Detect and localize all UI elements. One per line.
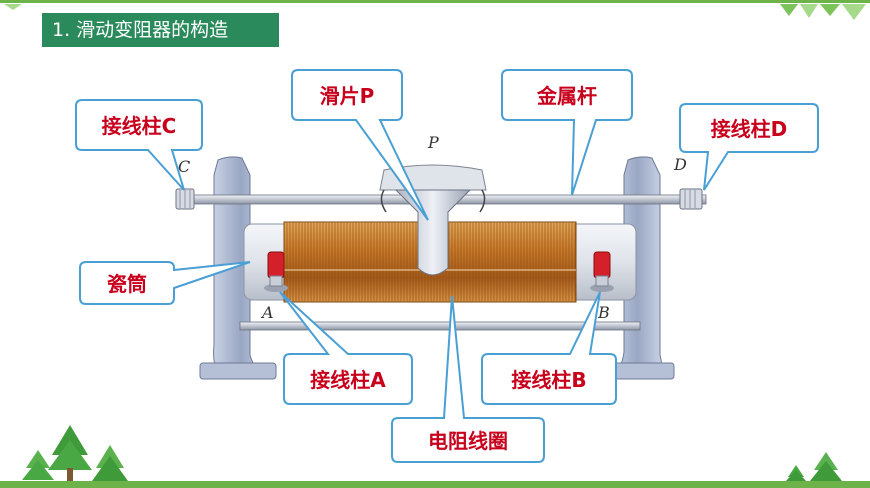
tree-icon — [786, 465, 806, 481]
label-terminal-c: 接线柱C — [102, 114, 177, 138]
callout-terminal-b: 接线柱B — [481, 291, 617, 405]
label-resistance-coil: 电阻线圈 — [428, 429, 508, 453]
label-slider-p: 滑片P — [320, 84, 375, 108]
footer-decoration — [0, 425, 870, 488]
callout-terminal-a: 接线柱A — [279, 291, 413, 405]
letter-p: P — [427, 133, 439, 152]
callout-terminal-d: 接线柱D — [679, 103, 819, 191]
letter-c: C — [178, 157, 190, 176]
bottom-rod — [239, 321, 641, 331]
tree-icon — [92, 445, 128, 481]
header-decoration — [0, 0, 870, 20]
tree-icon — [810, 452, 842, 481]
callout-metal-rod: 金属杆 — [501, 69, 633, 196]
label-terminal-d: 接线柱D — [711, 117, 788, 141]
label-porcelain-tube: 瓷筒 — [107, 272, 147, 296]
tree-icon — [48, 425, 92, 481]
label-terminal-b: 接线柱B — [511, 368, 586, 392]
left-frame — [199, 156, 277, 380]
terminal-c-nut — [175, 188, 195, 210]
callout-slider-p: 滑片P — [291, 69, 429, 221]
label-terminal-a: 接线柱A — [310, 368, 386, 392]
terminal-d-nut — [679, 188, 703, 210]
terminal-a-knob — [264, 251, 288, 292]
callout-resistance-coil: 电阻线圈 — [391, 295, 545, 463]
callout-porcelain-tube: 瓷筒 — [79, 261, 251, 305]
letter-a: A — [260, 303, 274, 322]
tree-icon — [22, 450, 54, 480]
callout-terminal-c: 接线柱C — [75, 99, 203, 191]
terminal-b-knob — [590, 251, 614, 292]
letter-d: D — [673, 155, 687, 174]
page-title: 1. 滑动变阻器的构造 — [42, 13, 279, 47]
label-metal-rod: 金属杆 — [536, 84, 597, 108]
letter-b: B — [597, 303, 610, 322]
